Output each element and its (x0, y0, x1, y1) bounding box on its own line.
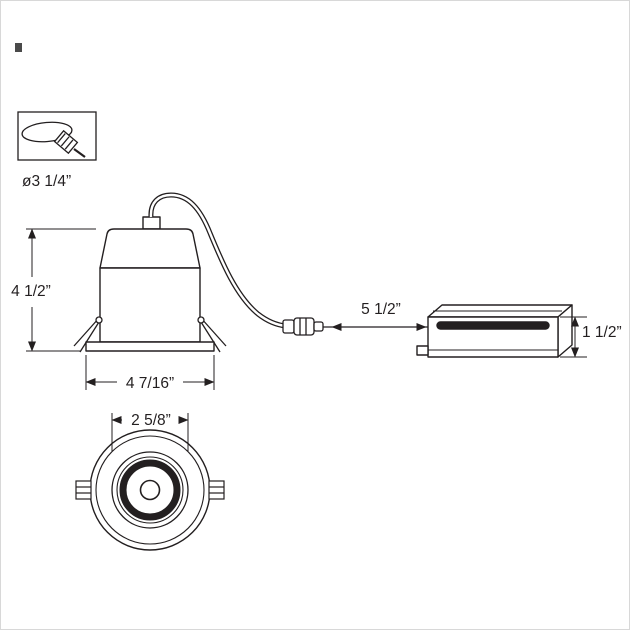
fixture-height-label: 4 1/2” (11, 283, 51, 300)
cable-connector (282, 317, 324, 336)
dimension-fixture-height (26, 228, 96, 352)
cable-length-label: 5 1/2” (361, 301, 401, 318)
lens-bezel-ring (119, 459, 181, 521)
dimension-fixture-width (85, 355, 215, 390)
fixture-width-label: 4 7/16” (126, 375, 174, 392)
box-mounting-ear (416, 345, 429, 356)
clip-tabs (75, 480, 225, 500)
dimension-aperture (111, 413, 189, 451)
cutout-tool-icon (17, 111, 97, 161)
trim-flange (85, 341, 215, 352)
can-cap (99, 228, 201, 269)
spring-clips (73, 316, 227, 353)
aperture-diameter-label: 2 5/8” (131, 412, 171, 429)
cutout-diameter-label: ø3 1/4” (22, 173, 71, 190)
box-slot (436, 321, 550, 330)
fixture-bottom-view (75, 429, 225, 551)
dimension-box-height (560, 316, 587, 358)
strain-relief (142, 216, 161, 230)
can-body (99, 267, 201, 343)
page-mark (15, 43, 22, 52)
junction-box (416, 304, 573, 358)
box-height-label: 1 1/2” (582, 324, 622, 341)
center-led (139, 479, 161, 501)
fixture-side-view (73, 216, 227, 353)
